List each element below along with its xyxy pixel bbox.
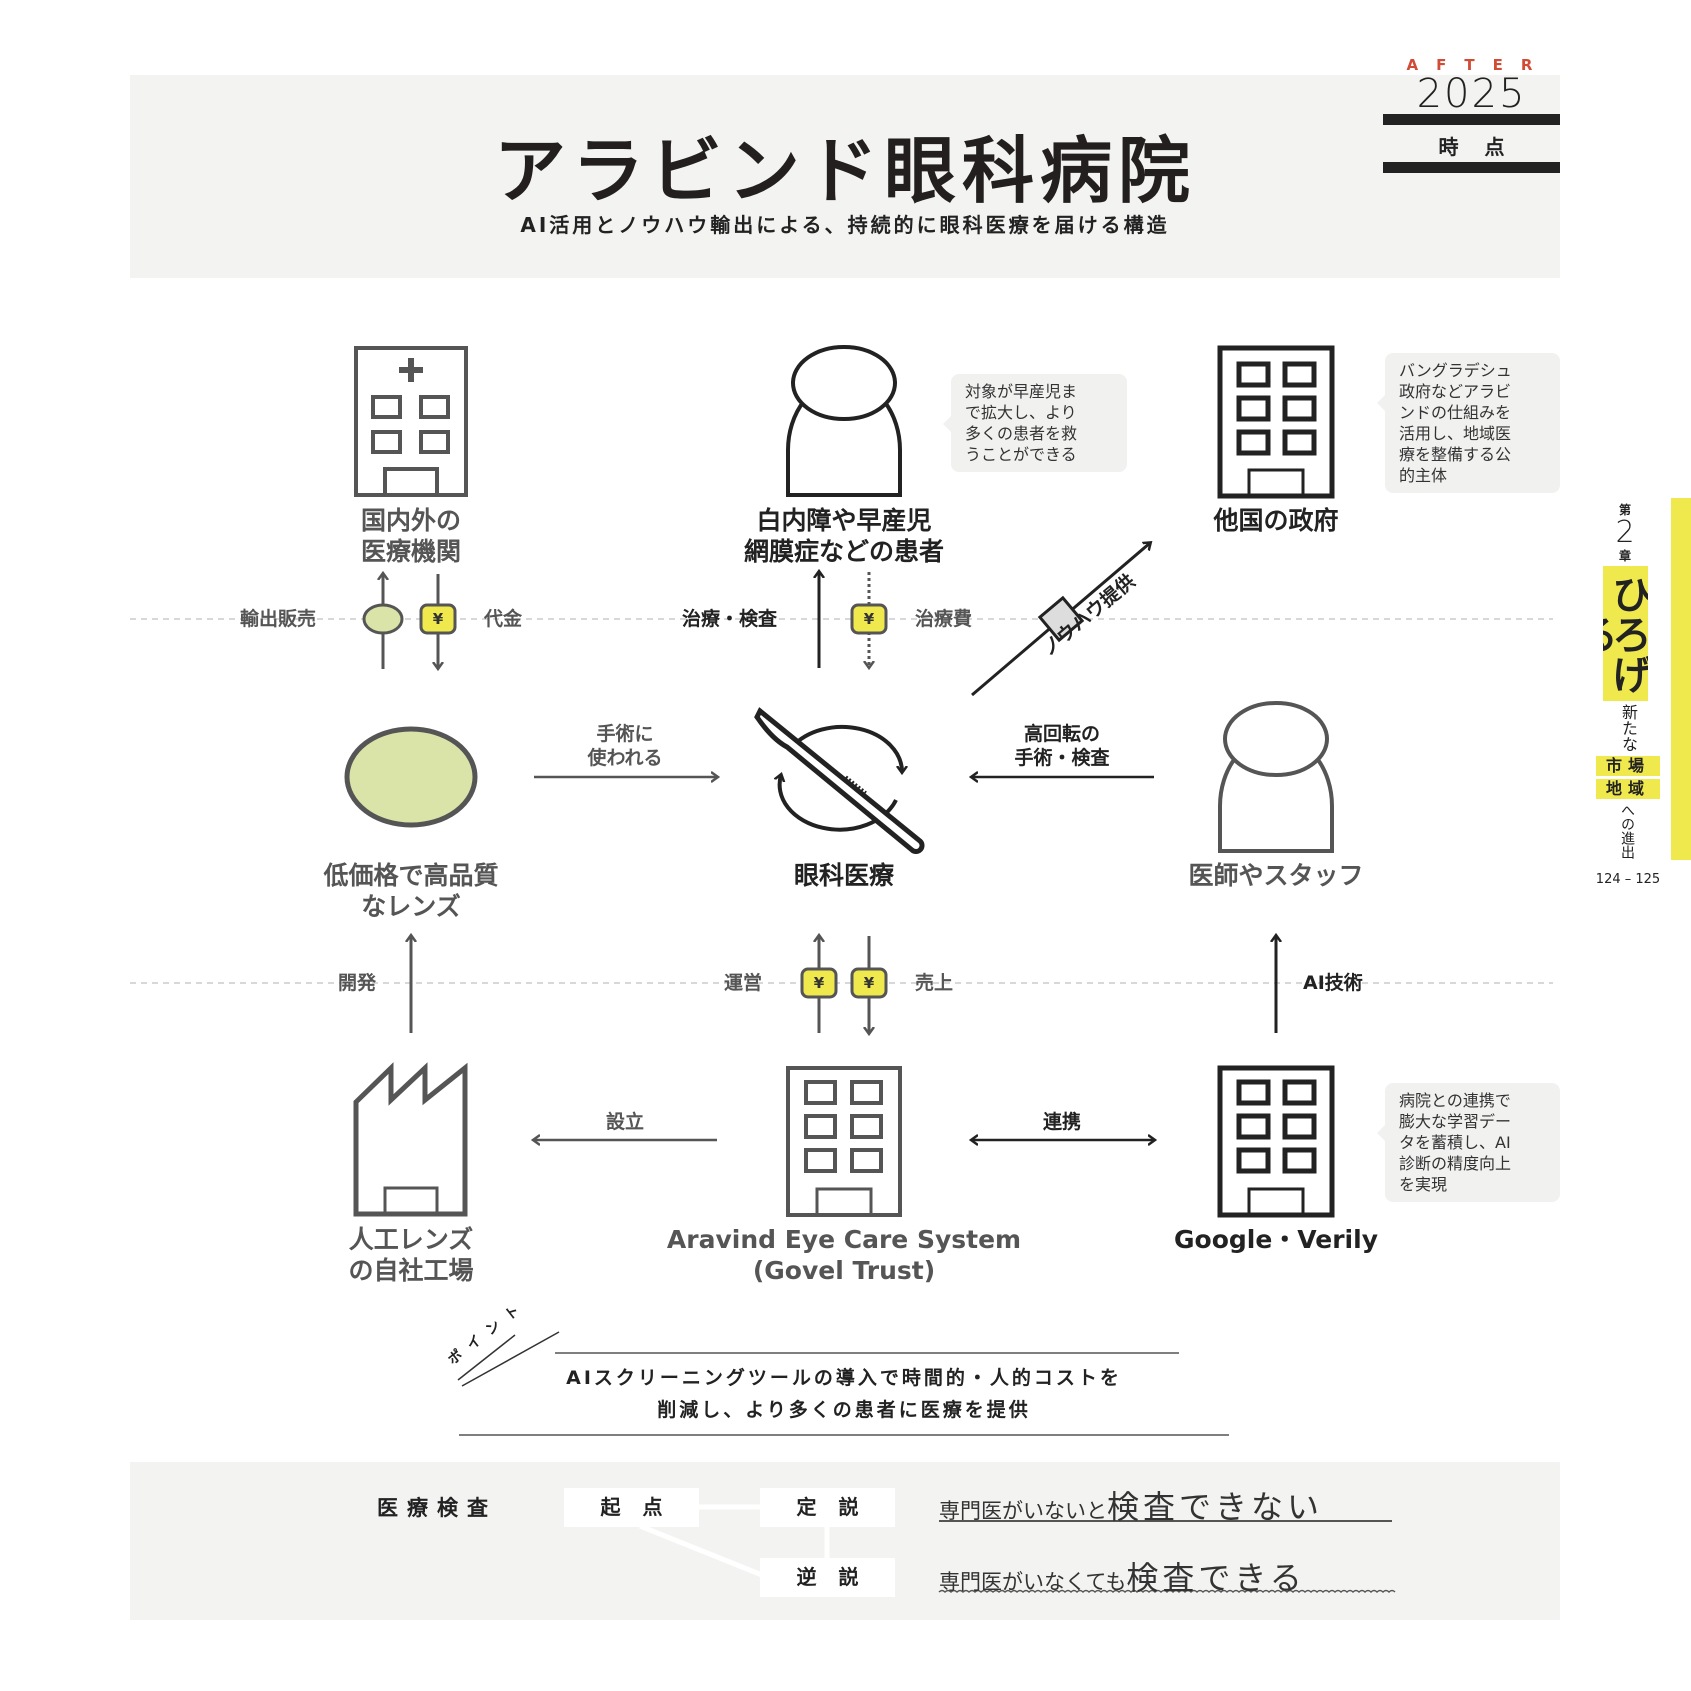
header-panel [130,75,1560,278]
aravind-label: Aravind Eye Care System(Govel Trust) [666,1225,1022,1285]
chapter-sub2: への進出 [1619,803,1635,859]
used-in-surgery-label: 手術に使われる [587,723,663,769]
treatment-label: 治療・検査 [682,608,778,630]
lens-label: 低価格で高品質なレンズ [323,861,499,921]
treatment-fee-label: 治療費 [915,608,973,630]
doctors-label: 医師やスタッフ [1188,861,1364,890]
develop-label: 開発 [338,972,377,994]
yen-coin-icon [850,967,888,999]
point-slash [461,1331,560,1387]
yen-symbol: ¥ [863,974,875,992]
conventional-claim: 専門医がいないと検査できない [939,1488,1324,1526]
hospital-building-icon [354,346,468,497]
ai-tech-label: AI技術 [1303,972,1363,994]
yen-symbol: ¥ [863,610,875,628]
sales-label: 売上 [915,972,954,994]
patient-person-icon [786,345,902,497]
chapter-tab-bar [1671,498,1691,860]
patients-note-bubble: 対象が早産児まで拡大し、より多くの患者を救うことができる [943,374,1127,472]
partner-label: 連携 [1042,1111,1082,1133]
operate-label: 運営 [724,972,763,994]
lens-icon [344,726,478,828]
reverse-box: 逆説 [760,1558,895,1597]
factory-icon [353,1062,468,1217]
badge-after: AFTER [1406,56,1551,74]
point-text: AIスクリーニングツールの導入で時間的・人的コストを削減し、より多くの患者に医療… [566,1367,1122,1421]
yen-symbol: ¥ [432,610,444,628]
aravind-building-icon [786,1066,902,1217]
yen-coin-icon [800,967,838,999]
establish-label: 設立 [605,1111,645,1133]
yen-symbol: ¥ [813,974,825,992]
badge-bar-top [1383,114,1560,125]
government-note-bubble: バングラデシュ政府などアラビンドの仕組みを活用し、地域医療を整備する公的主体 [1377,353,1560,493]
conventional-box: 定説 [760,1488,895,1527]
doctor-staff-person-icon [1218,701,1334,853]
page-subtitle: AI活用とノウハウ輸出による、持続的に眼科医療を届ける構造 [520,213,1170,237]
patients-label: 白内障や早産児網膜症などの患者 [743,506,945,566]
page-title: アラビンド眼科病院 [493,129,1197,213]
knowhow-package-icon [1037,595,1085,643]
tag-region: 地域 [1596,779,1660,799]
reverse-claim: 専門医がいなくても検査できる [939,1559,1306,1597]
google-label: Google・Verily [1174,1225,1378,1254]
wavy-underline [938,1589,1396,1594]
tag-market: 市場 [1596,756,1660,776]
badge-year: 2025 [1416,71,1527,117]
yen-coin-icon [419,603,457,635]
point-slash [457,1334,516,1381]
scalpel-cycle-icon [754,707,925,854]
factory-label: 人工レンズの自社工場 [348,1225,474,1285]
badge-bar-bottom [1383,162,1560,173]
lens-token-icon [362,603,404,635]
eyecare-label: 眼科医療 [793,861,895,890]
government-building-icon [1217,345,1335,499]
yen-coin-icon [850,603,888,635]
high-turnover-label: 高回転の手術・検査 [1014,723,1110,769]
hospitals-label: 国内外の医療機関 [360,506,462,566]
comparison-topic: 医療検査 [377,1496,497,1520]
government-label: 他国の政府 [1213,506,1339,535]
chapter-sub1: 新たな [1619,704,1638,752]
origin-box: 起点 [564,1488,699,1527]
export-sales-label: 輸出販売 [240,608,317,630]
badge-point: 時点 [1438,135,1531,159]
google-building-icon [1217,1065,1335,1218]
chapter-title: ひろげる [1603,566,1648,701]
page-numbers: 124 – 125 [1595,872,1661,887]
payment-label: 代金 [484,608,523,630]
